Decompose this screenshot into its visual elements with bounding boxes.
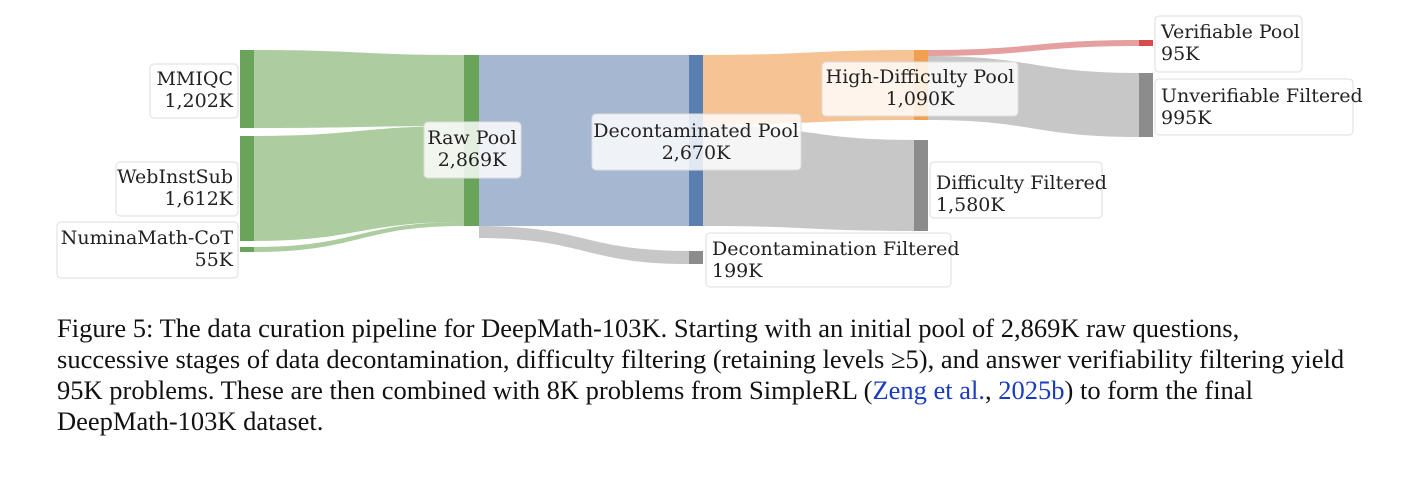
- node-bar-mmiqc: [240, 50, 254, 128]
- node-label-box: [591, 113, 802, 171]
- node-label-box: [115, 161, 239, 217]
- link-highdiff-to-verif: [928, 40, 1139, 56]
- node-label-box: [929, 161, 1103, 219]
- caption-text-start: Figure 5: The data curation pipeline for…: [57, 313, 1345, 405]
- node-name-text: MMIQC: [156, 68, 233, 90]
- node-name-text: Decontamination Filtered: [712, 238, 960, 260]
- citation-author-link[interactable]: Zeng et al.: [872, 375, 986, 405]
- node-label-box: [423, 121, 522, 179]
- node-value-text: 1,090K: [886, 88, 955, 110]
- citation-separator: ,: [985, 375, 999, 405]
- node-name-text: Raw Pool: [427, 127, 516, 149]
- node-name-text: High-Difficulty Pool: [826, 66, 1015, 88]
- node-name-text: Decontaminated Pool: [593, 120, 798, 142]
- node-name-text: Difficulty Filtered: [936, 172, 1107, 194]
- node-label-box: [149, 63, 239, 119]
- caption-text-end: ) to form the final DeepMath-103K datase…: [57, 375, 1253, 436]
- node-bar-webinstsub: [240, 136, 254, 241]
- node-name-text: WebInstSub: [117, 166, 233, 188]
- node-value-text: 95K: [1161, 43, 1200, 65]
- citation-year-link[interactable]: 2025b: [998, 375, 1065, 405]
- link-numinamath-to-raw: [254, 222, 464, 252]
- node-value-text: 1,580K: [936, 194, 1005, 216]
- node-name-text: Unverifiable Filtered: [1161, 85, 1363, 107]
- node-label-box: [56, 221, 239, 279]
- node-name-text: NuminaMath-CoT: [61, 227, 234, 249]
- sankey-diagram: MMIQC1,202KWebInstSub1,612KNuminaMath-Co…: [56, 15, 1363, 288]
- node-name-text: Verifiable Pool: [1160, 21, 1300, 43]
- sankey-links: [254, 40, 1139, 264]
- node-bar-numinamath: [240, 247, 254, 252]
- link-mmiqc-to-raw: [254, 50, 464, 128]
- node-label-box: [705, 232, 952, 288]
- node-value-text: 199K: [712, 260, 763, 282]
- node-value-text: 1,612K: [164, 188, 233, 210]
- node-value-text: 2,869K: [438, 149, 507, 171]
- node-value-text: 2,670K: [662, 142, 731, 164]
- node-label-box: [1154, 15, 1303, 73]
- node-label-box: [1154, 78, 1354, 136]
- link-raw-to-deconf: [479, 226, 689, 264]
- node-bar-difff: [914, 140, 928, 231]
- node-bar-verif: [1139, 40, 1153, 46]
- link-webinstsub-to-raw: [254, 126, 464, 241]
- node-bar-deconf: [689, 251, 703, 264]
- link-raw-to-decon: [479, 55, 689, 226]
- figure-caption: Figure 5: The data curation pipeline for…: [57, 313, 1357, 437]
- sankey-labels: MMIQC1,202KWebInstSub1,612KNuminaMath-Co…: [56, 15, 1363, 288]
- node-value-text: 1,202K: [164, 90, 233, 112]
- node-label-box: [821, 61, 1019, 117]
- node-value-text: 55K: [195, 249, 234, 271]
- node-value-text: 995K: [1161, 107, 1212, 129]
- node-bar-unverif: [1139, 73, 1153, 137]
